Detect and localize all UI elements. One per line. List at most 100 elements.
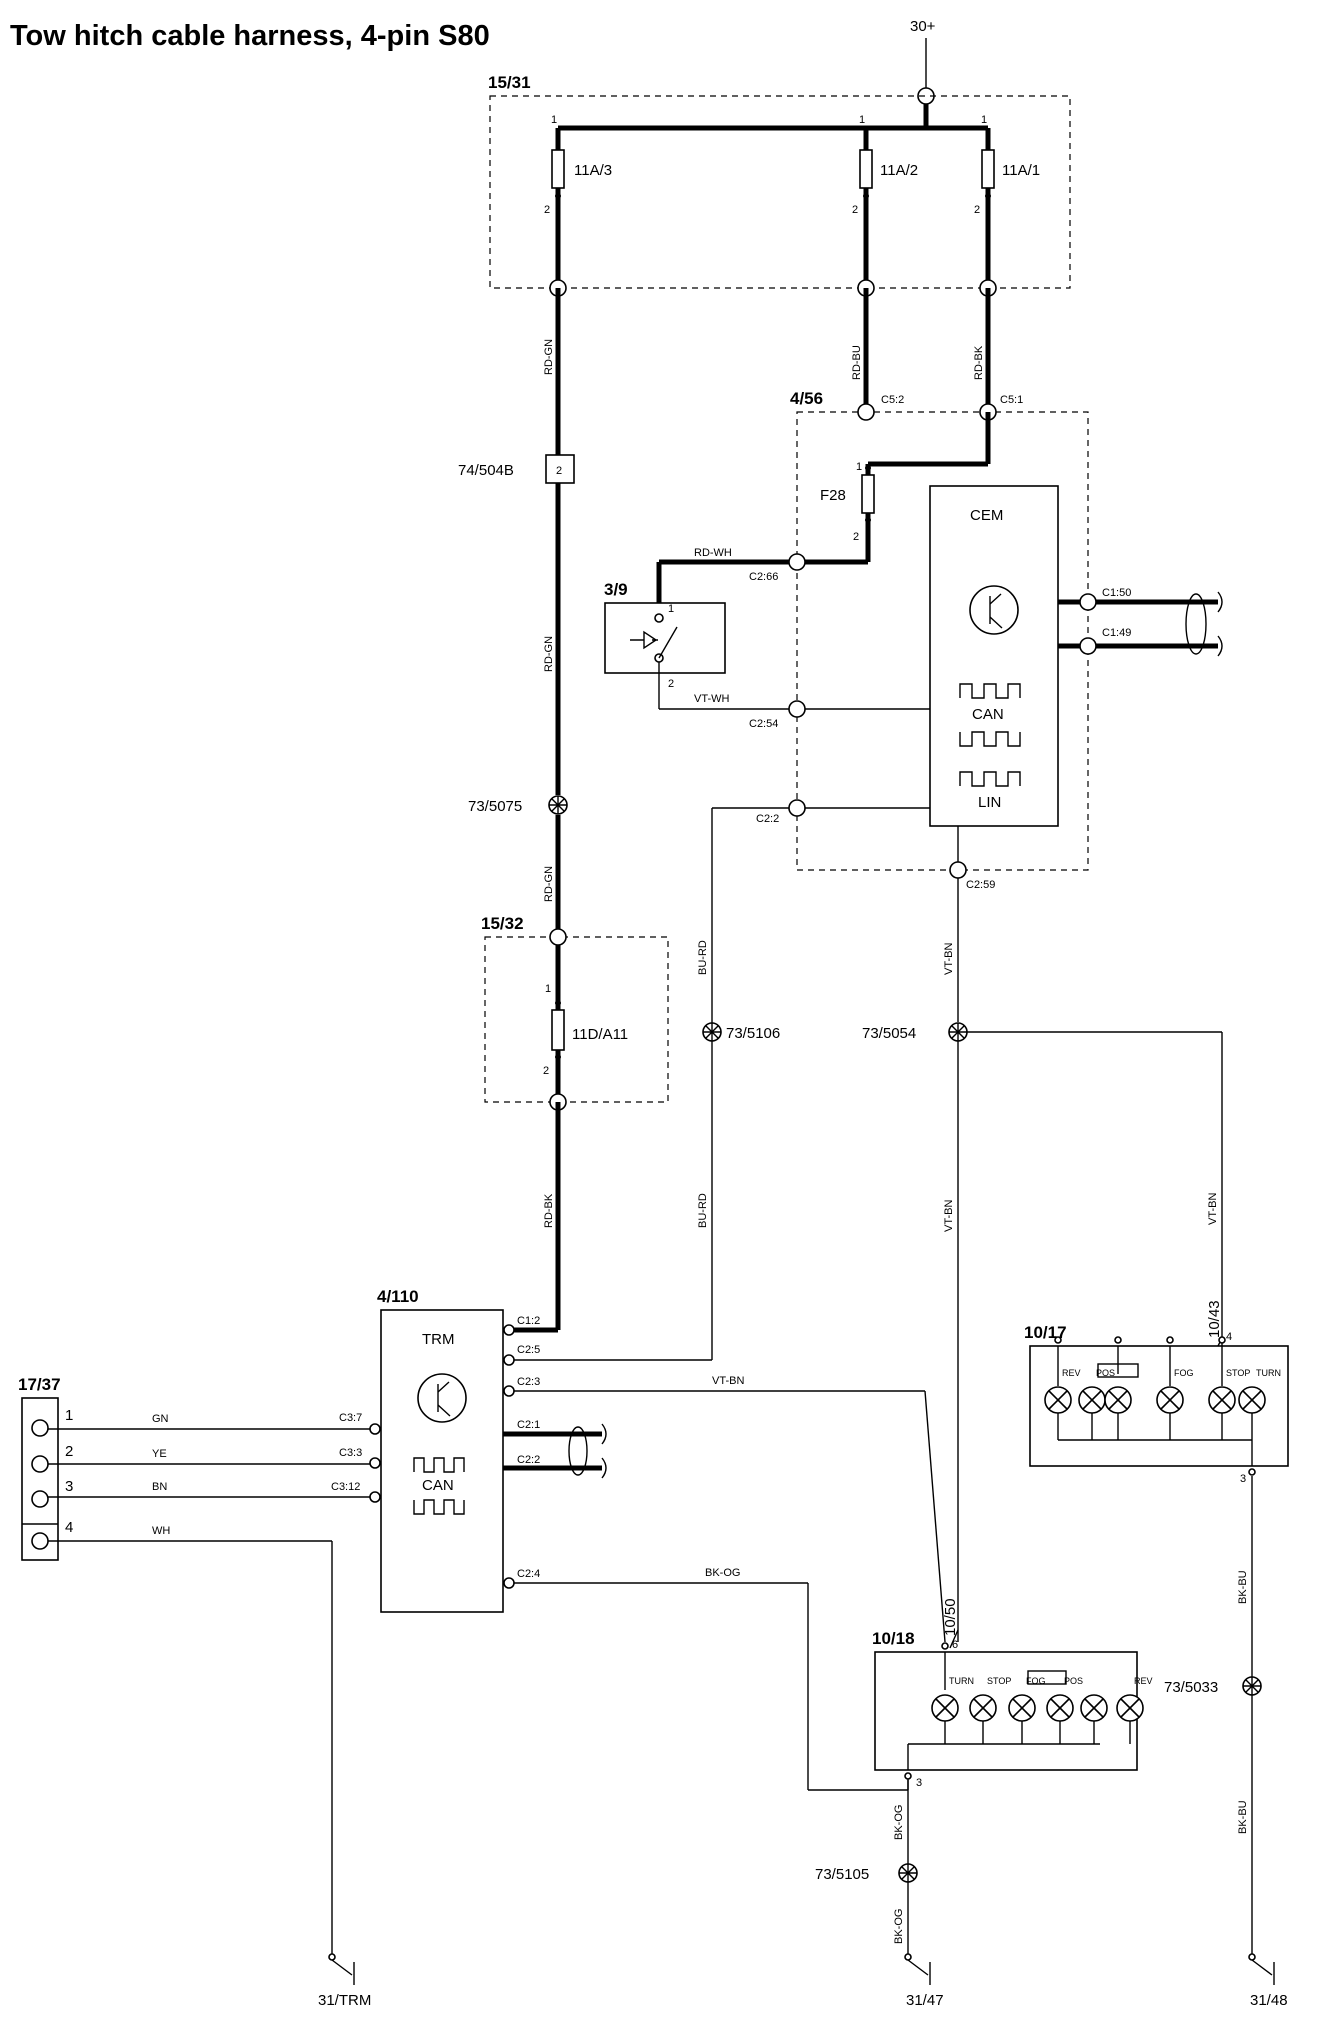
connector-10-43-label: 10/43 (1206, 1300, 1223, 1338)
wire-vt-bn-3: VT-BN (1207, 1193, 1219, 1225)
lamp-left-4-icon (1046, 1694, 1074, 1722)
switch-pin2: 2 (668, 678, 674, 690)
socket-label: 17/37 (18, 1375, 61, 1394)
fuse-f28-label: F28 (820, 487, 846, 504)
lamp-right-6-icon (1238, 1386, 1266, 1414)
cem-c5-1: C5:1 (1000, 394, 1023, 406)
wire-rd-gn-2: RD-GN (543, 636, 555, 672)
lamp-right-2-icon (1078, 1386, 1106, 1414)
splice-73-5106 (702, 1022, 722, 1042)
lamp-left-4-label: POS (1064, 1676, 1083, 1686)
ground-31-trm-label: 31/TRM (318, 1992, 371, 2009)
splice-73-5105-label: 73/5105 (815, 1866, 869, 1883)
fuse-11a3-label: 11A/3 (574, 162, 612, 179)
splice-73-5105 (898, 1863, 918, 1883)
connector-74-504b (545, 454, 575, 484)
connector-74-504b-pin: 2 (556, 465, 562, 477)
fusebox-15-31-label: 15/31 (488, 73, 531, 92)
fusebox-15-32: 15/32 1 2 11D/A11 (481, 914, 669, 1103)
socket-17-37: 17/37 1 2 3 4 (18, 1375, 73, 1561)
cem-can-label: CAN (972, 706, 1004, 723)
cem-lin-label: LIN (978, 794, 1001, 811)
trm-label: TRM (422, 1331, 455, 1348)
trm-c2-3: C2:3 (517, 1376, 540, 1388)
socket-pin2: 2 (65, 1443, 73, 1460)
splice-73-5033-label: 73/5033 (1164, 1679, 1218, 1696)
wire-wh: WH (152, 1525, 170, 1537)
trm-c3-3: C3:3 (339, 1447, 362, 1459)
cem-c2-66: C2:66 (749, 571, 778, 583)
wire-bk-bu-1: BK-BU (1237, 1570, 1249, 1604)
trm-c3-12: C3:12 (331, 1481, 360, 1493)
fuse-11d-pin2: 2 (543, 1065, 549, 1077)
ground-31-47-label: 31/47 (906, 1992, 944, 2009)
lamp-left-2-label: STOP (987, 1676, 1011, 1686)
lamp-right-4-label: FOG (1174, 1368, 1194, 1378)
lamp-left-6-icon (1116, 1694, 1144, 1722)
lamp-10-18-pin6: 6 (952, 1639, 958, 1651)
cem-c2-2: C2:2 (756, 813, 779, 825)
wire-vt-wh: VT-WH (694, 693, 729, 705)
connector-74-504b-label: 74/504B (458, 462, 514, 479)
trm-c3-7: C3:7 (339, 1412, 362, 1424)
lamp-right-2-label: POS (1096, 1368, 1115, 1378)
wire-bk-bu-2: BK-BU (1237, 1800, 1249, 1834)
cem-c1-50: C1:50 (1102, 587, 1131, 599)
fuse-f28-pin2: 2 (853, 531, 859, 543)
fuse-11a1-label: 11A/1 (1002, 162, 1040, 179)
wire-rd-gn-1: RD-GN (543, 339, 555, 375)
fuse-11a3-pin1: 1 (551, 114, 557, 126)
switch-pin1: 1 (668, 603, 674, 615)
splice-73-5054-label: 73/5054 (862, 1025, 916, 1042)
fuse-11a2: 1 2 11A/2 (852, 114, 918, 288)
cem-4-56: 4/56 C5:2 C5:1 1 2 F28 CEM CAN LIN C2:66… (749, 389, 1131, 891)
wire-vt-bn-trm: VT-BN (712, 1375, 744, 1387)
trm-module-label: 4/110 (377, 1287, 419, 1306)
switch-3-9-label: 3/9 (604, 580, 628, 599)
connector-10-50-label: 10/50 (942, 1598, 959, 1636)
wire-gn: GN (152, 1413, 169, 1425)
lamp-left-3-icon (1008, 1694, 1036, 1722)
cem-c5-2: C5:2 (881, 394, 904, 406)
supply-label: 30+ (910, 18, 936, 35)
cem-label: CEM (970, 507, 1003, 524)
ground-31-48-label: 31/48 (1250, 1992, 1288, 2009)
trm-can-twisted-pair (503, 1423, 607, 1479)
trm-can-label: CAN (422, 1477, 454, 1494)
fuse-11a1: 1 2 11A/1 (974, 114, 1040, 288)
lamp-left-2-icon (969, 1694, 997, 1722)
trm-c2-5: C2:5 (517, 1344, 540, 1356)
lamp-10-18-pin3: 3 (916, 1777, 922, 1789)
fuse-11a2-label: 11A/2 (880, 162, 918, 179)
socket-pin3: 3 (65, 1478, 73, 1495)
fuse-11a3-pin2: 2 (544, 204, 550, 216)
wire-rd-bk-trm: RD-BK (543, 1193, 555, 1228)
wire-bk-og-2: BK-OG (893, 1909, 905, 1944)
ground-31-47: 31/47 (904, 1953, 944, 2009)
lamp-10-17-pin4: 4 (1226, 1331, 1232, 1343)
ground-31-trm: 31/TRM (318, 1953, 371, 2009)
wire-bk-og-1: BK-OG (893, 1805, 905, 1840)
wire-vt-bn-1: VT-BN (943, 943, 955, 975)
wire-ye: YE (152, 1448, 167, 1460)
lamp-left-1-icon (931, 1694, 959, 1722)
splice-73-5106-label: 73/5106 (726, 1025, 780, 1042)
wire-bu-rd-2: BU-RD (697, 1193, 709, 1228)
wire-bn: BN (152, 1481, 167, 1493)
lamp-left-5-icon (1080, 1694, 1108, 1722)
wire-rd-wh: RD-WH (694, 547, 732, 559)
trm-c1-2: C1:2 (517, 1315, 540, 1327)
splice-73-5033 (1242, 1676, 1262, 1696)
lamp-10-17-pin3: 3 (1240, 1473, 1246, 1485)
wire-rd-bu: RD-BU (851, 345, 863, 380)
lamp-10-18-label: 10/18 (872, 1629, 915, 1648)
fuse-11a1-pin2: 2 (974, 204, 980, 216)
fusebox-15-32-label: 15/32 (481, 914, 524, 933)
fuse-11a1-pin1: 1 (981, 114, 987, 126)
ground-31-48: 31/48 (1248, 1953, 1288, 2009)
diagram-title: Tow hitch cable harness, 4-pin S80 (10, 20, 490, 52)
lamp-right-1-label: REV (1062, 1368, 1081, 1378)
socket-pin4: 4 (65, 1519, 73, 1536)
